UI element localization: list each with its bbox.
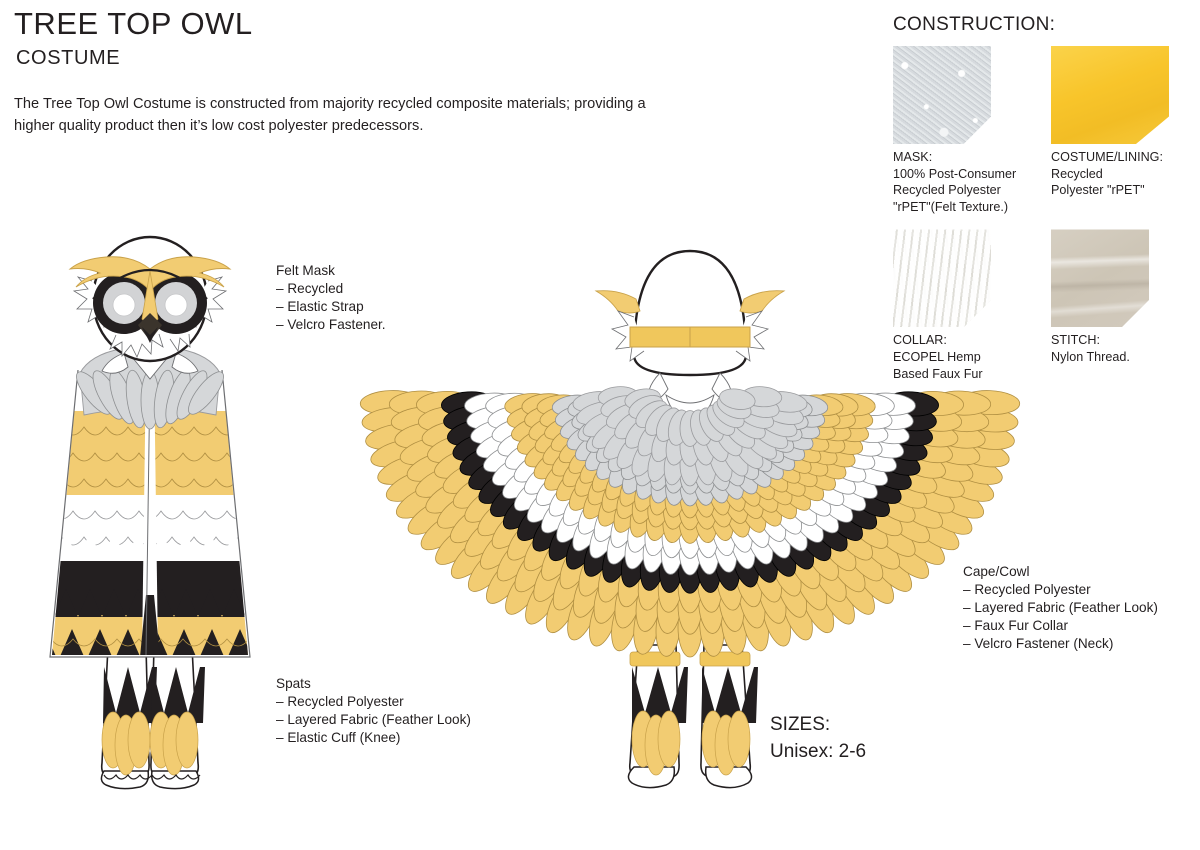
callout-cape-cowl: Cape/Cowl – Recycled Polyester – Layered… xyxy=(963,563,1158,653)
stitch-swatch-label: STITCH: Nylon Thread. xyxy=(1051,332,1191,365)
callout-felt-mask: Felt Mask – Recycled – Elastic Strap – V… xyxy=(276,262,386,334)
face-feather-tufts-back xyxy=(610,310,770,362)
intro-paragraph: The Tree Top Owl Costume is constructed … xyxy=(14,95,646,134)
faux-fur-collar-back xyxy=(572,386,808,487)
spat-black-band-right xyxy=(151,667,205,723)
callout-spats-heading: Spats xyxy=(276,676,311,691)
costume-lining-swatch-heading: COSTUME/LINING: xyxy=(1051,150,1163,164)
collar-swatch-chip xyxy=(893,229,991,328)
mask-swatch-chip xyxy=(893,46,991,144)
front-figure-group xyxy=(49,235,251,790)
construction-title: CONSTRUCTION: xyxy=(893,14,1056,35)
spat-black-band-right-back xyxy=(702,667,758,723)
callout-felt-mask-heading: Felt Mask xyxy=(276,263,335,278)
cape-feather-rows xyxy=(52,370,248,655)
collar-feather-petals xyxy=(76,369,224,430)
costume-lining-swatch-chip xyxy=(1051,46,1169,144)
mask-swatch-heading: MASK: xyxy=(893,150,933,164)
costume-lining-swatch-label: COSTUME/LINING: Recycled Polyester "rPET… xyxy=(1051,149,1191,199)
collar-swatch-line-2: Based Faux Fur xyxy=(893,366,983,381)
spat-yellow-feathers-left-back xyxy=(631,710,681,776)
mask-swatch-line-3: "rPET"(Felt Texture.) xyxy=(893,199,1009,214)
mask-swatch-line-2: Recycled Polyester xyxy=(893,183,1001,198)
callout-spats: Spats – Recycled Polyester – Layered Fab… xyxy=(276,675,471,747)
spat-black-band-left-back xyxy=(632,667,688,723)
spat-yellow-feathers-right-back xyxy=(701,710,751,776)
page-subtitle: COSTUME xyxy=(16,46,121,69)
sizes-value: Unisex: 2-6 xyxy=(770,740,867,762)
collar-petal xyxy=(719,388,756,410)
callout-cape-cowl-item-2: – Layered Fabric (Feather Look) xyxy=(963,600,1158,616)
costume-lining-swatch-line-2: Polyester "rPET" xyxy=(1051,183,1145,198)
stitch-swatch-line-1: Nylon Thread. xyxy=(1051,350,1130,365)
callout-cape-cowl-item-4: – Velcro Fastener (Neck) xyxy=(963,636,1114,652)
feather-black-spikes xyxy=(52,589,248,617)
callout-felt-mask-item-3: – Velcro Fastener. xyxy=(276,317,386,333)
swatch-stitch: STITCH: Nylon Thread. xyxy=(1051,229,1191,382)
costume-lining-swatch-line-1: Recycled xyxy=(1051,166,1103,181)
swatch-mask: MASK: 100% Post-Consumer Recycled Polyes… xyxy=(893,46,1033,215)
stitch-swatch-chip xyxy=(1051,229,1149,328)
swatch-costume-lining: COSTUME/LINING: Recycled Polyester "rPET… xyxy=(1051,46,1191,215)
mask-swatch-label: MASK: 100% Post-Consumer Recycled Polyes… xyxy=(893,149,1033,215)
feather-bottom-spikes xyxy=(52,629,248,655)
callout-spats-item-3: – Elastic Cuff (Knee) xyxy=(276,730,401,746)
spat-black-band-left xyxy=(103,667,157,723)
cape-front xyxy=(49,369,251,658)
front-view-costume-illustration xyxy=(49,235,251,790)
mask-beak xyxy=(138,313,162,341)
callout-cape-cowl-heading: Cape/Cowl xyxy=(963,564,1030,579)
cape-front-opening xyxy=(142,370,158,653)
sizes-label: SIZES: xyxy=(770,714,831,735)
elastic-cuff-right xyxy=(699,651,751,667)
spat-yellow-feathers-right xyxy=(149,711,199,776)
mask-swatch-line-1: 100% Post-Consumer xyxy=(893,166,1017,181)
callout-felt-mask-item-1: – Recycled xyxy=(276,281,344,297)
collar-swatch-label: COLLAR: ECOPEL Hemp Based Faux Fur xyxy=(893,332,1033,382)
mask-elastic-strap xyxy=(92,269,208,300)
spats-front xyxy=(100,646,205,790)
back-figure-group xyxy=(359,249,1021,789)
elastic-cuff-left xyxy=(629,651,681,667)
mask-pupil-left xyxy=(112,293,136,317)
callout-cape-cowl-item-1: – Recycled Polyester xyxy=(963,582,1091,598)
spat-yellow-feathers-left xyxy=(101,711,151,776)
cape-opening-shadow xyxy=(140,595,160,655)
swatch-grid: MASK: 100% Post-Consumer Recycled Polyes… xyxy=(893,46,1193,396)
sizes-block: SIZES: Unisex: 2-6 xyxy=(770,712,866,766)
felt-mask-head-front xyxy=(68,235,232,363)
swatch-collar: COLLAR: ECOPEL Hemp Based Faux Fur xyxy=(893,229,1033,382)
stitch-swatch-heading: STITCH: xyxy=(1051,333,1100,348)
callout-spats-item-2: – Layered Fabric (Feather Look) xyxy=(276,712,471,728)
collar-swatch-line-1: ECOPEL Hemp xyxy=(893,350,981,365)
collar-swatch-heading: COLLAR: xyxy=(893,333,947,348)
callout-spats-item-1: – Recycled Polyester xyxy=(276,694,404,710)
ear-tuft-left xyxy=(594,290,641,314)
collar-petal-group xyxy=(572,386,808,487)
back-view-costume-illustration xyxy=(359,249,1021,789)
mask-beak-tip xyxy=(142,327,158,343)
callout-felt-mask-item-2: – Elastic Strap xyxy=(276,299,364,315)
mask-pupil-right xyxy=(164,293,188,317)
page-title: TREE TOP OWL xyxy=(14,6,253,41)
feather-white-spikes xyxy=(52,531,248,561)
construction-panel: CONSTRUCTION: MASK: 100% Post-Consumer R… xyxy=(893,14,1193,396)
header-block: TREE TOP OWL COSTUME The Tree Top Owl Co… xyxy=(14,6,714,151)
callout-cape-cowl-item-3: – Faux Fur Collar xyxy=(963,618,1069,634)
ear-tuft-right xyxy=(739,290,786,314)
spats-back xyxy=(627,644,758,789)
faux-fur-collar-front xyxy=(76,348,224,430)
